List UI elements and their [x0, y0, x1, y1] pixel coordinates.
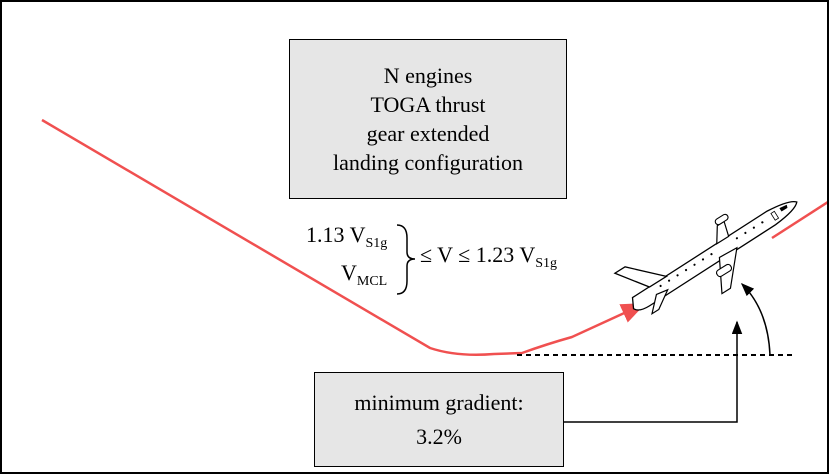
condition-engines: N engines: [383, 63, 473, 88]
speed-range-subscript: S1g: [535, 256, 558, 271]
speed-lower-bound-1: 1.13 VS1g: [306, 222, 387, 252]
speed-range: ≤ V ≤ 1.23 VS1g: [420, 242, 557, 272]
gradient-label: minimum gradient:: [354, 389, 524, 415]
speed-value-1: 1.13 V: [306, 222, 366, 247]
flight-path: [41, 118, 827, 356]
minimum-gradient-box: minimum gradient: 3.2%: [314, 372, 564, 467]
condition-gear: gear extended: [366, 121, 490, 146]
condition-configuration: landing configuration: [332, 150, 523, 175]
gradient-leader-line: [564, 320, 743, 423]
speed-value-2: V: [341, 260, 357, 285]
gradient-value: 3.2%: [416, 423, 462, 449]
airplane-icon: [613, 200, 798, 315]
gradient-angle-arc: [740, 282, 771, 356]
flight-conditions-box: N engines TOGA thrust gear extended land…: [289, 39, 567, 199]
speed-subscript-1: S1g: [365, 236, 388, 251]
speed-range-text: ≤ V ≤ 1.23 V: [420, 242, 536, 267]
speed-brace: [396, 224, 416, 295]
speed-subscript-2: MCL: [356, 274, 388, 289]
condition-thrust: TOGA thrust: [370, 92, 486, 117]
speed-lower-bound-2: VMCL: [341, 260, 387, 290]
